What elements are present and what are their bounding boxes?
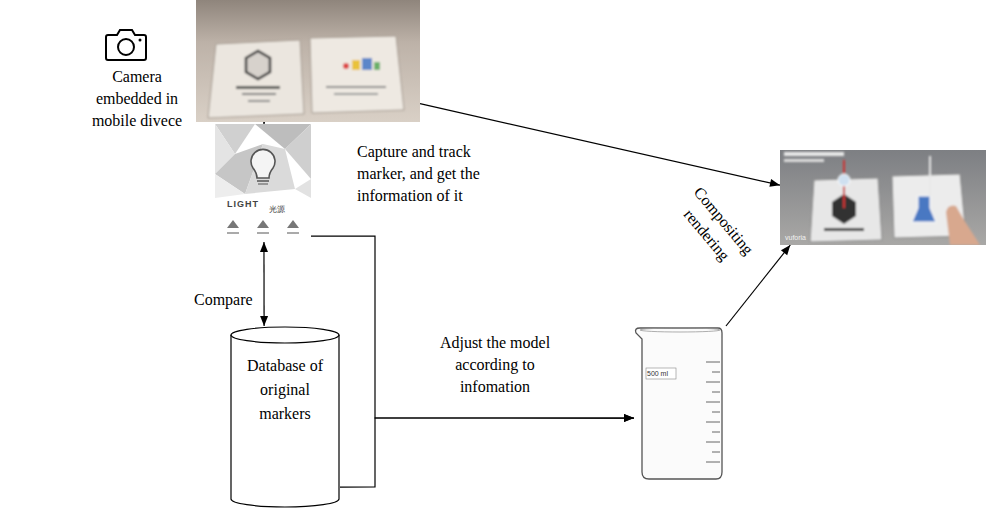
beaker-node: 500 ml bbox=[634, 326, 726, 482]
camera-caption: Camera embedded in mobile divece bbox=[80, 66, 194, 132]
adjust-arrow bbox=[311, 236, 634, 422]
edge-label: Capture and track marker, and get the in… bbox=[357, 141, 515, 207]
arrowhead bbox=[624, 414, 634, 422]
database-to-model-line bbox=[340, 414, 634, 487]
connector-line bbox=[263, 242, 264, 326]
marker-chinese: 光源 bbox=[269, 205, 285, 214]
connector-line bbox=[340, 418, 634, 487]
camera-view-frame: Camera embedded in mobile divece bbox=[196, 0, 420, 122]
camera-view-photo bbox=[196, 0, 420, 122]
arrowhead bbox=[769, 179, 780, 187]
ar-result-photo bbox=[780, 150, 986, 245]
database-label: Database of original markers bbox=[236, 354, 334, 426]
result-frame: vuforia bbox=[780, 150, 986, 245]
marker-image bbox=[215, 124, 311, 242]
watermark: vuforia bbox=[785, 233, 806, 242]
database-node: Database of original markers bbox=[230, 326, 340, 508]
beaker-volume: 500 ml bbox=[647, 369, 668, 378]
marker-frame: LIGHT 光源 bbox=[215, 124, 311, 242]
arrowhead bbox=[260, 242, 268, 252]
camera-icon bbox=[104, 26, 148, 62]
arrowhead bbox=[624, 414, 634, 422]
arrowhead bbox=[260, 316, 268, 326]
edge-label: Adjust the model according to infomation bbox=[420, 332, 570, 398]
compare-arrow bbox=[260, 242, 268, 326]
edge-label: Compositing rendering bbox=[666, 176, 764, 281]
connector-line bbox=[311, 236, 634, 418]
marker-word: LIGHT bbox=[227, 199, 259, 209]
arrowhead bbox=[781, 245, 790, 255]
beaker-model bbox=[634, 326, 726, 482]
edge-label: Compare bbox=[192, 289, 255, 311]
